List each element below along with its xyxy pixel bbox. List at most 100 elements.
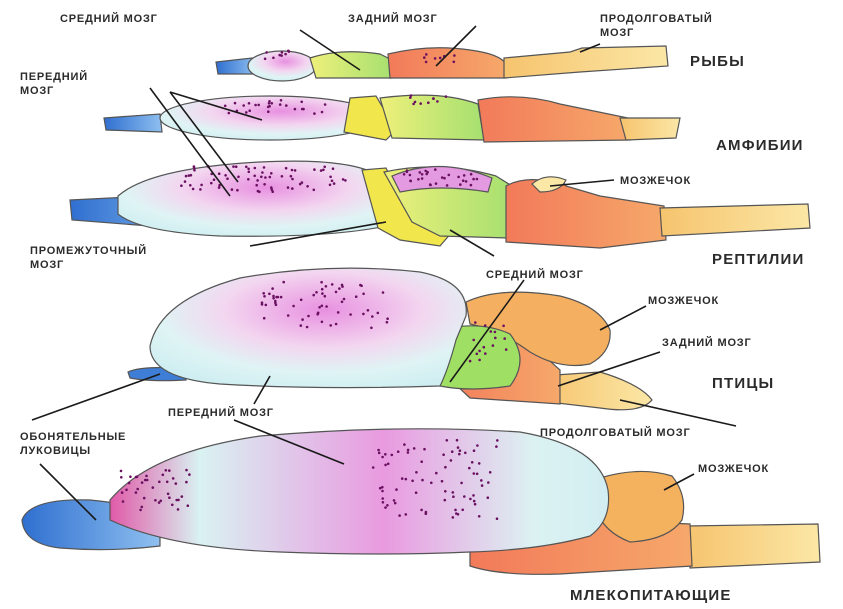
cortex-dot [323,166,326,169]
cortex-dot [406,169,409,172]
cortex-dot [253,175,256,178]
cortex-dot [492,344,495,347]
cortex-dot [301,181,304,184]
cortex-dot [325,305,328,308]
cortex-dot [456,439,459,442]
cortex-dot [306,326,309,329]
cortex-dot [407,451,410,454]
cortex-dot [158,501,161,504]
cortex-dot [494,331,497,334]
cortex-dot [384,506,387,509]
cortex-dot [470,184,473,187]
cortex-dot [313,189,316,192]
leader-cerebellum-bird [600,306,646,330]
cortex-dot [325,285,328,288]
cortex-dot [175,482,178,485]
cortex-dot [255,184,258,187]
mammal-brain [22,429,820,575]
cortex-dot [185,469,188,472]
cortex-dot [425,53,428,56]
cortex-dot [370,327,373,330]
cortex-dot [141,506,144,509]
cortex-dot [307,315,310,318]
cortex-dot [231,188,234,191]
cortex-dot [463,174,466,177]
cortex-dot [329,324,332,327]
reptile-hindbrain [506,178,666,248]
cortex-dot [344,179,347,182]
cortex-dot [193,169,196,172]
group-amphibians: АМФИБИИ [716,137,804,154]
cortex-dot [189,184,192,187]
cortex-dot [460,482,463,485]
cortex-dot [152,486,155,489]
cortex-dot [448,174,451,177]
cortex-dot [292,305,295,308]
cortex-dot [415,471,418,474]
bird-forebrain [150,268,466,387]
cortex-dot [321,292,324,295]
cortex-dot [254,104,257,107]
cortex-dot [425,61,428,64]
cortex-dot [135,491,138,494]
cortex-dot [423,448,426,451]
cortex-dot [338,287,341,290]
cortex-dot [300,101,303,104]
cortex-dot [172,477,175,480]
cortex-dot [248,102,251,105]
cortex-dot [414,101,417,104]
cortex-dot [282,281,285,284]
cortex-dot [313,168,316,171]
cortex-dot [232,165,235,168]
label-medulla-top-1: ПРОДОЛГОВАТЫЙ [600,12,713,25]
cortex-dot [387,463,390,466]
cortex-dot [464,452,467,455]
cortex-dot [478,462,481,465]
cortex-dot [442,453,445,456]
cortex-dot [395,488,398,491]
cortex-dot [315,291,318,294]
reptile-forebrain [118,161,386,236]
cortex-dot [444,490,447,493]
cortex-dot [378,452,381,455]
cortex-dot [280,296,283,299]
cortex-dot [294,108,297,111]
cortex-dot [181,495,184,498]
label-forebrain-2: МОЗГ [20,85,54,97]
cortex-dot [391,454,394,457]
cortex-dot [247,168,250,171]
cortex-dot [120,470,123,473]
cortex-dot [136,488,139,491]
cortex-dot [434,168,437,171]
cortex-dot [236,189,239,192]
cortex-dot [306,185,309,188]
amphibian-medulla [620,118,680,140]
cortex-dot [321,305,324,308]
cortex-dot [419,102,422,105]
cortex-dot [235,165,238,168]
cortex-dot [407,449,410,452]
cortex-dot [284,53,287,56]
cortex-dot [430,482,433,485]
mammal-forebrain [110,429,609,554]
cortex-dot [341,301,344,304]
cortex-dot [290,175,293,178]
cortex-dot [321,288,324,291]
cortex-dot [382,501,385,504]
cortex-dot [180,184,183,187]
cortex-dot [393,499,396,502]
cortex-dot [274,302,277,305]
cortex-dot [281,175,284,178]
cortex-dot [503,337,506,340]
cortex-dot [434,57,437,60]
cortex-dot [371,315,374,318]
cortex-dot [476,444,479,447]
cortex-dot [469,498,472,501]
cortex-dot [168,496,171,499]
cortex-dot [397,450,400,453]
cortex-dot [473,472,476,475]
cortex-dot [188,174,191,177]
cortex-dot [321,111,324,114]
cortex-dot [427,101,430,104]
